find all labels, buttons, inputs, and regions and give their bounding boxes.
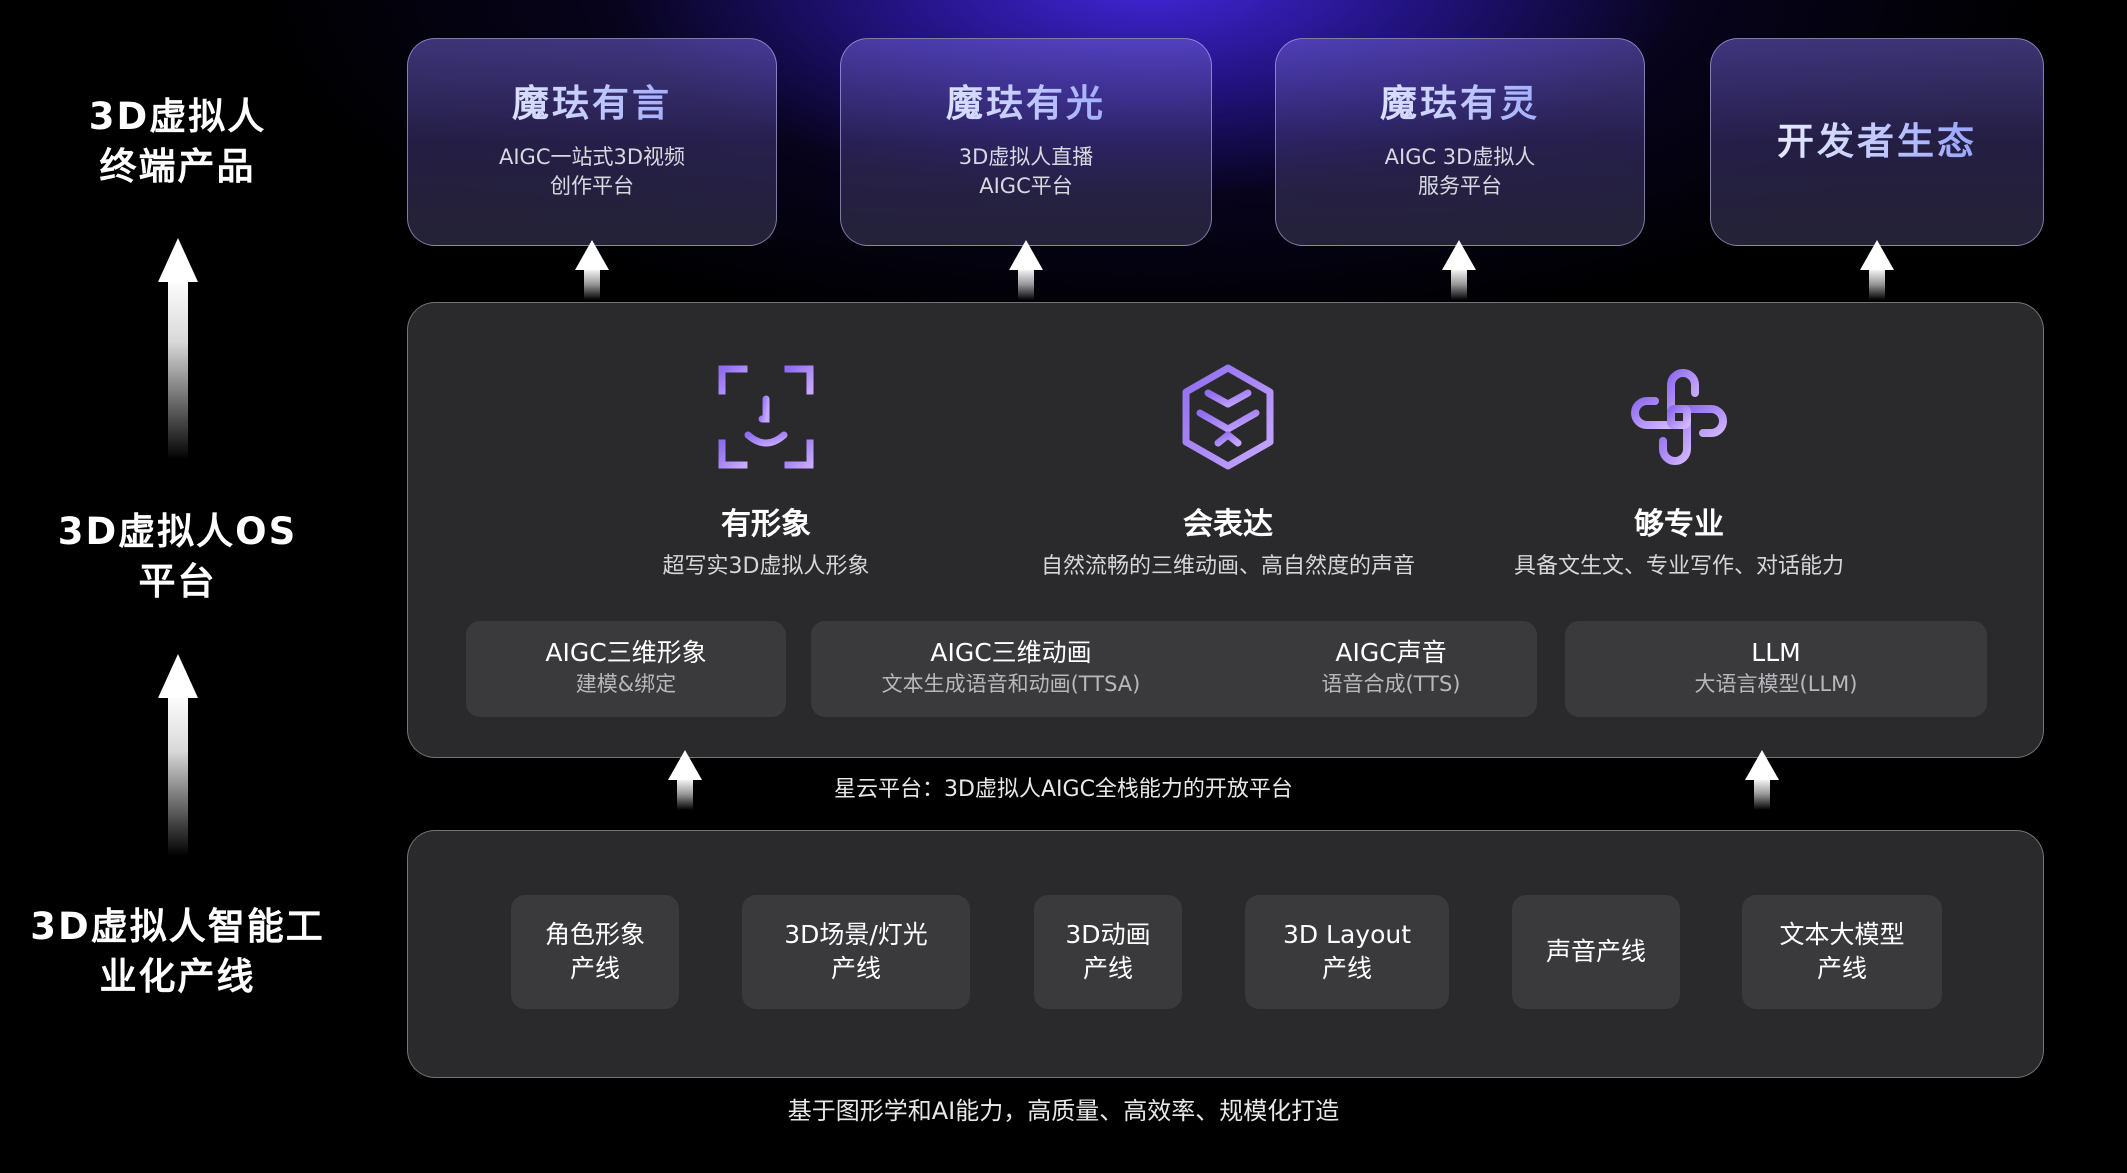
product-desc-line: AIGC 3D虚拟人: [1384, 145, 1536, 169]
pipeline-line: 产线: [1321, 954, 1372, 983]
feature-title: 够专业: [1634, 507, 1724, 542]
arrow-shaft: [168, 694, 188, 856]
pipeline-line: 3D Layout: [1282, 920, 1412, 949]
feature-desc: 自然流畅的三维动画、高自然度的声音: [1040, 554, 1415, 579]
product-desc-line: AIGC平台: [979, 174, 1073, 198]
product-desc-line: AIGC一站式3D视频: [498, 145, 686, 169]
pipeline-line: 3D动画: [1065, 920, 1151, 949]
arrow-head: [575, 240, 609, 270]
pipeline-line: 产线: [1082, 954, 1133, 983]
layer-label-line: 终端产品: [99, 145, 256, 188]
up-arrow-to-developer: [1860, 240, 1894, 300]
pipeline-line: 3D场景/灯光: [784, 920, 928, 949]
pipeline-item-animation[interactable]: 3D动画产线: [1034, 895, 1182, 1009]
pipeline-line: 文本大模型: [1779, 920, 1905, 949]
product-desc: AIGC一站式3D视频 创作平台: [408, 143, 776, 201]
product-desc-line: 3D虚拟人直播: [958, 145, 1094, 169]
product-desc-line: 服务平台: [1418, 174, 1502, 198]
product-card-youling[interactable]: 魔珐有灵 AIGC 3D虚拟人 服务平台: [1275, 38, 1645, 246]
product-desc: AIGC 3D虚拟人 服务平台: [1276, 143, 1644, 201]
tech-sub: 大语言模型(LLM): [1694, 672, 1858, 696]
up-arrow-to-youguang: [1009, 240, 1043, 300]
tech-sub: 语音合成(TTS): [1321, 672, 1461, 696]
os-platform-panel: 有形象 超写实3D虚拟人形象 会表达 自然流畅的三维动画、高自: [407, 302, 2044, 758]
os-platform-caption: 星云平台：3D虚拟人AIGC全栈能力的开放平台: [834, 777, 1293, 802]
feature-title: 有形象: [721, 507, 811, 542]
pipeline-item-scene-lighting[interactable]: 3D场景/灯光产线: [742, 895, 970, 1009]
layer-label-os-platform: 3D虚拟人OS 平台: [20, 507, 335, 607]
layer-label-line: 3D虚拟人: [88, 95, 267, 138]
up-arrow-to-youling: [1442, 240, 1476, 300]
layer-label-line: 3D虚拟人OS: [57, 510, 298, 553]
product-card-developer-ecosystem[interactable]: 开发者生态: [1710, 38, 2044, 246]
product-title: 魔珐有光: [841, 79, 1211, 129]
pipeline-item-layout[interactable]: 3D Layout 产线: [1245, 895, 1449, 1009]
tech-item: AIGC声音 语音合成(TTS): [1251, 637, 1531, 699]
face-scan-icon: [716, 363, 816, 471]
tech-box-animation-voice[interactable]: AIGC三维动画 文本生成语音和动画(TTSA) AIGC声音 语音合成(TTS…: [811, 621, 1537, 717]
arrow-shaft: [1869, 268, 1885, 300]
product-card-youyan[interactable]: 魔珐有言 AIGC一站式3D视频 创作平台: [407, 38, 777, 246]
product-desc: 3D虚拟人直播 AIGC平台: [841, 143, 1211, 201]
tech-item: LLM 大语言模型(LLM): [1565, 637, 1987, 699]
arrow-head: [1442, 240, 1476, 270]
left-up-arrow: [158, 654, 198, 856]
tech-sub: 建模&绑定: [575, 672, 677, 696]
arrow-head: [668, 750, 702, 780]
arrow-shaft: [1018, 268, 1034, 300]
layer-label-line: 业化产线: [99, 955, 256, 998]
left-up-arrow: [158, 238, 198, 460]
feature-desc: 超写实3D虚拟人形象: [662, 554, 870, 579]
arrow-shaft: [1754, 778, 1770, 810]
layer-label-line: 平台: [138, 560, 217, 603]
arrow-head: [1745, 750, 1779, 780]
up-arrow-pipeline-right: [1745, 750, 1779, 810]
product-title: 魔珐有灵: [1276, 79, 1644, 129]
product-title: 开发者生态: [1711, 117, 2043, 167]
arrow-shaft: [1451, 268, 1467, 300]
product-card-youguang[interactable]: 魔珐有光 3D虚拟人直播 AIGC平台: [840, 38, 1212, 246]
product-desc-line: 创作平台: [550, 174, 634, 198]
layer-label-line: 3D虚拟人智能工: [30, 905, 325, 948]
arrow-shaft: [677, 778, 693, 810]
tech-box-3d-model[interactable]: AIGC三维形象 建模&绑定: [466, 621, 786, 717]
tech-name: AIGC三维动画: [930, 638, 1092, 667]
layer-label-terminal-products: 3D虚拟人 终端产品: [20, 92, 335, 192]
pipeline-line: 产线: [1816, 954, 1867, 983]
arrow-head: [158, 238, 198, 282]
knot-icon: [1629, 363, 1729, 471]
up-arrow-to-youyan: [575, 240, 609, 300]
tech-name: AIGC声音: [1335, 638, 1447, 667]
arrow-shaft: [168, 278, 188, 460]
cube-face-icon: [1178, 363, 1278, 471]
tech-box-llm[interactable]: LLM 大语言模型(LLM): [1565, 621, 1987, 717]
pipeline-item-voice[interactable]: 声音产线: [1512, 895, 1680, 1009]
pipeline-caption: 基于图形学和AI能力，高质量、高效率、规模化打造: [787, 1097, 1340, 1125]
arrow-head: [158, 654, 198, 698]
tech-sub: 文本生成语音和动画(TTSA): [881, 672, 1141, 696]
arrow-shaft: [584, 268, 600, 300]
arrow-head: [1009, 240, 1043, 270]
up-arrow-pipeline-left: [668, 750, 702, 810]
pipeline-line: 角色形象: [544, 920, 645, 949]
layer-label-pipeline: 3D虚拟人智能工 业化产线: [20, 902, 335, 1002]
feature-title: 会表达: [1183, 507, 1273, 542]
feature-desc: 具备文生文、专业写作、对话能力: [1513, 554, 1844, 579]
tech-name: AIGC三维形象: [545, 638, 707, 667]
product-title: 魔珐有言: [408, 79, 776, 129]
pipeline-line: 产线: [830, 954, 881, 983]
tech-item: AIGC三维动画 文本生成语音和动画(TTSA): [811, 637, 1211, 699]
tech-name: LLM: [1751, 638, 1801, 667]
pipeline-item-character[interactable]: 角色形象产线: [511, 895, 679, 1009]
pipeline-line: 声音产线: [1545, 937, 1646, 966]
pipeline-item-text-llm[interactable]: 文本大模型产线: [1742, 895, 1942, 1009]
pipeline-line: 产线: [569, 954, 620, 983]
tech-item: AIGC三维形象 建模&绑定: [466, 637, 786, 699]
arrow-head: [1860, 240, 1894, 270]
